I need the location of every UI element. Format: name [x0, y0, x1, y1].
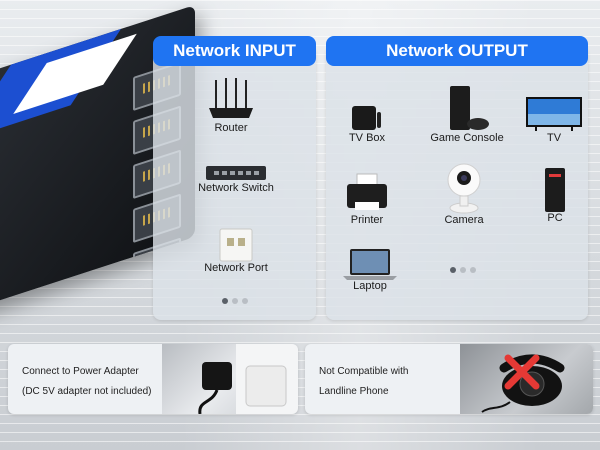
pagination-dot — [232, 298, 238, 304]
network-switch-icon — [206, 166, 266, 180]
output-item-tv: TV — [524, 96, 584, 144]
laptop-icon — [343, 249, 397, 280]
output-item-label: Printer — [350, 214, 384, 226]
pagination-dot — [242, 298, 248, 304]
router-icon — [209, 78, 253, 118]
output-item-camera: Camera — [434, 162, 494, 226]
network-input-panel — [153, 45, 316, 320]
power-adapter-line1: Connect to Power Adapter — [22, 366, 139, 377]
output-item-label: Laptop — [353, 280, 387, 292]
camera-icon — [447, 163, 481, 214]
input-item-network-switch: Network Switch — [196, 160, 276, 194]
printer-icon — [347, 173, 387, 210]
input-item-label: Network Port — [204, 262, 268, 274]
output-item-pc: PC — [530, 166, 580, 224]
power-adapter-icon — [198, 344, 298, 414]
landline-card: Not Compatible with Landline Phone — [305, 344, 593, 414]
input-pagination-dots — [222, 298, 248, 304]
output-item-game-console: Game Console — [421, 86, 513, 144]
output-item-printer: Printer — [337, 170, 397, 226]
output-pagination-dots — [450, 267, 476, 273]
output-item-label: PC — [547, 212, 563, 224]
output-item-laptop: Laptop — [340, 246, 400, 292]
landline-text: Not Compatible with Landline Phone — [319, 362, 408, 402]
input-item-network-port: Network Port — [196, 226, 276, 274]
power-adapter-card: Connect to Power Adapter (DC 5V adapter … — [8, 344, 298, 414]
input-item-label: Router — [214, 122, 248, 134]
input-item-label: Network Switch — [198, 182, 274, 194]
pagination-dot — [470, 267, 476, 273]
output-item-label: Camera — [444, 214, 484, 226]
forbidden-x-icon — [504, 354, 540, 390]
landline-line1: Not Compatible with — [319, 366, 409, 377]
game-console-icon — [450, 86, 489, 130]
pagination-dot — [450, 267, 456, 273]
power-adapter-line2: (DC 5V adapter not included) — [22, 386, 152, 397]
output-item-label: TV Box — [348, 132, 386, 144]
tv-icon — [526, 97, 582, 131]
landline-photo — [460, 344, 593, 414]
output-item-tv-box: TV Box — [337, 98, 397, 144]
power-adapter-photo — [162, 344, 298, 414]
pc-icon — [545, 168, 565, 212]
network-input-title: Network INPUT — [153, 36, 316, 66]
output-item-label: Game Console — [430, 132, 504, 144]
power-adapter-text: Connect to Power Adapter (DC 5V adapter … — [22, 362, 152, 402]
landline-line2: Landline Phone — [319, 386, 389, 397]
pagination-dot — [460, 267, 466, 273]
network-port-icon — [219, 228, 253, 262]
network-output-title: Network OUTPUT — [326, 36, 588, 66]
tv-box-icon — [352, 106, 381, 130]
output-item-label: TV — [546, 132, 562, 144]
input-item-router: Router — [196, 76, 266, 134]
pagination-dot — [222, 298, 228, 304]
